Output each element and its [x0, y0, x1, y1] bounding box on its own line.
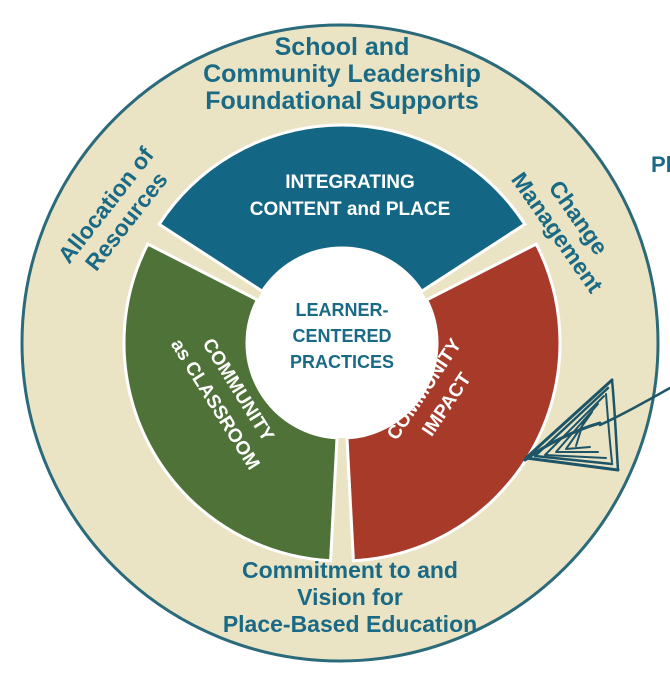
hand-drawn-arrow-icon	[523, 378, 670, 472]
outer-label-commitment-line: Commitment to and	[242, 557, 458, 583]
center-label-line: PRACTICES	[290, 352, 394, 372]
outer-label-leadership-line: Foundational Supports	[205, 87, 479, 115]
segment-top-label: INTEGRATING CONTENT and PLACE	[250, 172, 451, 220]
outer-label-leadership-line: Community Leadership	[203, 60, 481, 88]
center-circle	[247, 248, 437, 438]
outer-label-commitment: Commitment to and Vision for Place-Based…	[223, 557, 477, 637]
segment-community-impact	[345, 242, 562, 563]
center-label: LEARNER- CENTERED PRACTICES	[290, 300, 394, 372]
outer-label-leadership: School and Community Leadership Foundati…	[203, 33, 481, 115]
segment-top-label-line: INTEGRATING	[285, 172, 414, 193]
segment-top-label-line: CONTENT and PLACE	[250, 199, 451, 220]
segment-integrating-content-and-place	[157, 123, 527, 294]
outer-label-commitment-line: Place-Based Education	[223, 611, 477, 637]
segment-community-as-classroom	[122, 242, 339, 563]
outer-label-leadership-line: School and	[275, 33, 410, 61]
center-label-line: LEARNER-	[296, 300, 389, 320]
outer-label-commitment-line: Vision for	[297, 584, 403, 610]
center-label-line: CENTERED	[292, 326, 391, 346]
edge-partial-text: Pl	[651, 152, 670, 177]
